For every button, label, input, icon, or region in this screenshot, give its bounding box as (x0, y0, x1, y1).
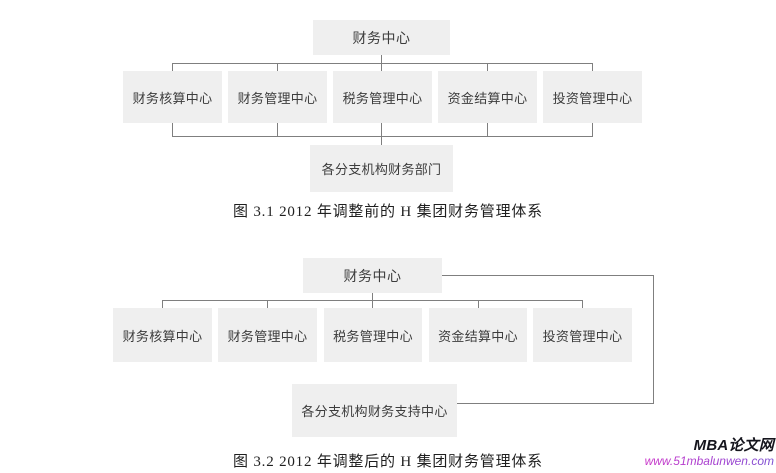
connector-stub (277, 63, 278, 71)
org-box-finance-mgmt-center-2: 财务管理中心 (218, 308, 317, 362)
connector-stub (381, 123, 382, 136)
org-box-investment-mgmt-center-2: 投资管理中心 (533, 308, 632, 362)
connector-stub (277, 123, 278, 136)
connector-stub (582, 300, 583, 308)
org-box-finance-mgmt-center: 财务管理中心 (228, 71, 327, 123)
figure-caption-3-2: 图 3.2 2012 年调整后的 H 集团财务管理体系 (233, 454, 543, 470)
connector-stub (172, 123, 173, 136)
connector-right-rail-bottom (457, 403, 654, 404)
org-box-finance-center-2: 财务中心 (303, 258, 442, 293)
connector-stub (267, 300, 268, 308)
watermark-brand: MBA论文网 (693, 437, 774, 454)
watermark-url: www.51mbalunwen.com (644, 453, 774, 468)
connector-stub (592, 63, 593, 71)
org-box-branch-finance-dept: 各分支机构财务部门 (310, 145, 453, 192)
org-box-tax-mgmt-center-2: 税务管理中心 (324, 308, 422, 362)
connector-right-drop (653, 275, 654, 404)
org-box-fund-settlement-center-2: 资金结算中心 (429, 308, 527, 362)
connector-bottom-drop (381, 136, 382, 145)
connector-stub (172, 63, 173, 71)
org-box-tax-mgmt-center: 税务管理中心 (333, 71, 432, 123)
connector-stub (162, 300, 163, 308)
connector-stub (592, 123, 593, 136)
figure-caption-3-1: 图 3.1 2012 年调整前的 H 集团财务管理体系 (233, 204, 543, 220)
connector-top-rail (172, 63, 593, 64)
connector-right-rail-top (442, 275, 653, 276)
org-box-branch-finance-support-center: 各分支机构财务支持中心 (292, 384, 457, 437)
connector-stub (478, 300, 479, 308)
org-box-accounting-center-2: 财务核算中心 (113, 308, 212, 362)
org-box-investment-mgmt-center: 投资管理中心 (543, 71, 642, 123)
site-watermark: MBA论文网 www.51mbalunwen.com (644, 437, 774, 468)
connector-bottom-rail (172, 136, 593, 137)
org-box-finance-center: 财务中心 (313, 20, 450, 55)
connector-top-rail-2 (162, 300, 583, 301)
connector-stub (487, 123, 488, 136)
org-box-accounting-center: 财务核算中心 (123, 71, 222, 123)
connector-stub (487, 63, 488, 71)
org-box-fund-settlement-center: 资金结算中心 (438, 71, 537, 123)
